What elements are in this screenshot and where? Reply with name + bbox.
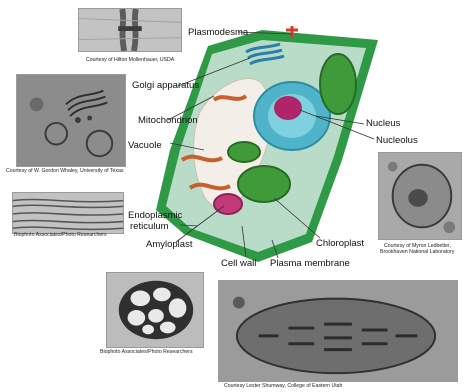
amyloplast-shape <box>214 194 242 214</box>
golgi-apparatus-label: Golgi apparatus <box>132 80 199 91</box>
nucleolus-shape <box>274 96 302 120</box>
plasma-membrane-label: Plasma membrane <box>270 258 350 269</box>
er-label-line2: reticulum <box>130 221 169 232</box>
nucleolus-label: Nucleolus <box>376 135 418 146</box>
er-label-line1: Endoplasmic <box>128 210 182 221</box>
vacuole-label: Vacuole <box>128 140 162 151</box>
nucleus-label: Nucleus <box>366 118 400 129</box>
cell-wall-label: Cell wall <box>221 258 256 269</box>
mitochondrion-label: Mitochondrion <box>138 115 198 126</box>
plasmodesma-label: Plasmodesma <box>188 27 248 38</box>
chloroplast-shape <box>238 166 290 202</box>
chloroplast-label: Chloroplast <box>316 238 364 249</box>
amyloplast-label: Amyloplast <box>146 239 192 250</box>
